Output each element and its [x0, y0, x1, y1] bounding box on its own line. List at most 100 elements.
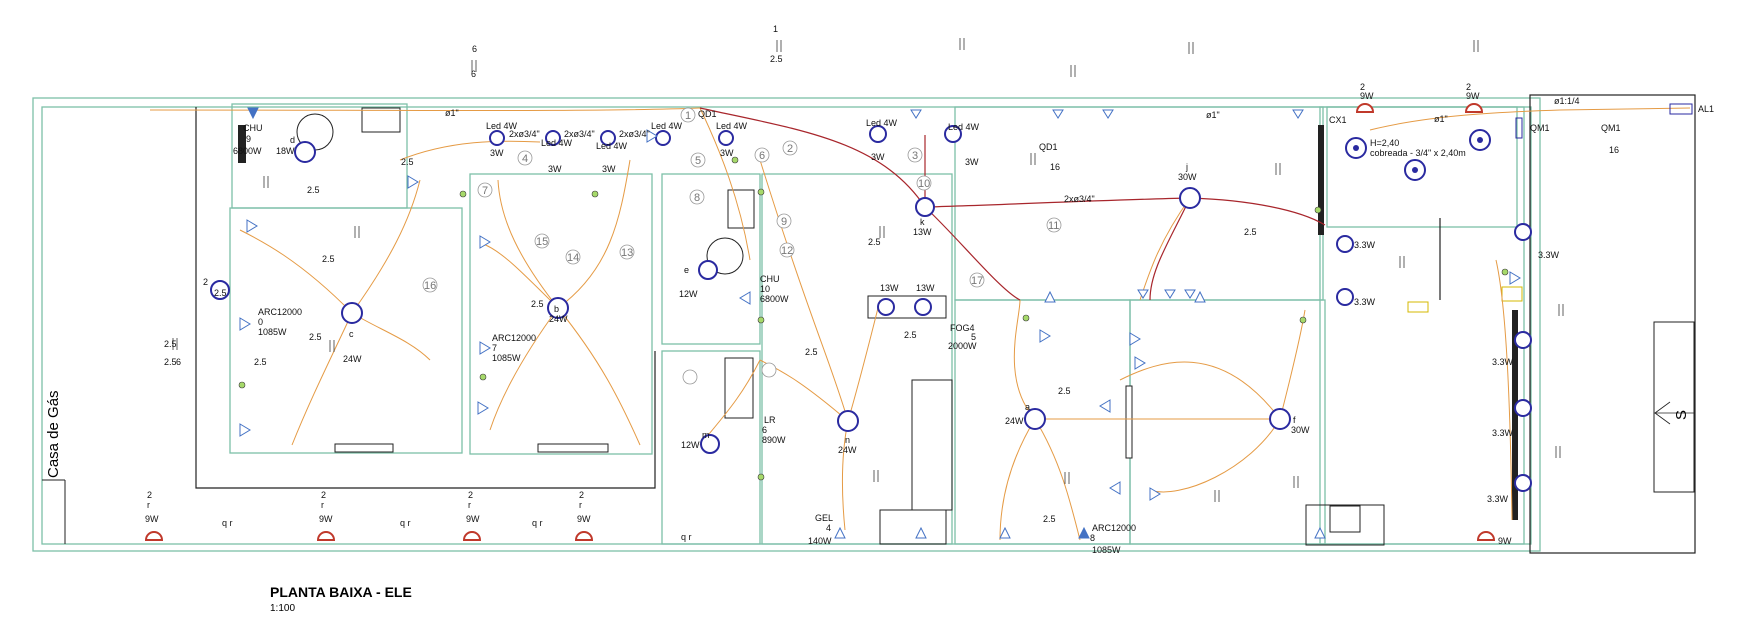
- lamp-led2[interactable]: [545, 130, 561, 146]
- lamp-i2[interactable]: [1514, 331, 1532, 349]
- outlet[interactable]: [999, 526, 1011, 539]
- svg-text:6: 6: [176, 357, 181, 367]
- svg-text:ø1": ø1": [1206, 110, 1220, 120]
- outdoor-lamp-6[interactable]: [1464, 103, 1484, 113]
- switch[interactable]: [1314, 206, 1322, 214]
- outlet[interactable]: [239, 423, 251, 437]
- outlet[interactable]: [1109, 481, 1121, 495]
- lamp-led4[interactable]: [655, 130, 671, 146]
- switch[interactable]: [238, 381, 246, 389]
- lamp-b[interactable]: [547, 297, 569, 319]
- svg-text:7: 7: [482, 185, 488, 197]
- outlet[interactable]: [1314, 526, 1326, 539]
- outlet[interactable]: [1134, 356, 1146, 370]
- outlet[interactable]: [479, 235, 491, 249]
- lamp-wall-2[interactable]: [210, 280, 230, 300]
- outlet[interactable]: [247, 107, 259, 120]
- lamp-led1[interactable]: [489, 130, 505, 146]
- switch[interactable]: [757, 188, 765, 196]
- switch[interactable]: [757, 316, 765, 324]
- outlet[interactable]: [407, 175, 419, 189]
- outlet[interactable]: [1129, 332, 1141, 346]
- outlet[interactable]: [246, 219, 258, 233]
- outlet[interactable]: [1149, 487, 1161, 501]
- outlet[interactable]: [915, 526, 927, 539]
- svg-text:2.5: 2.5: [254, 357, 267, 367]
- outlet[interactable]: [1292, 109, 1304, 119]
- lamp-led-l1[interactable]: [869, 125, 887, 143]
- svg-text:2.5: 2.5: [1244, 227, 1257, 237]
- outlet[interactable]: [479, 341, 491, 355]
- outlet[interactable]: [1194, 290, 1206, 303]
- outlet[interactable]: [1044, 290, 1056, 303]
- switch[interactable]: [459, 190, 467, 198]
- lamp-e[interactable]: [698, 260, 718, 280]
- svg-text:13W: 13W: [913, 227, 932, 237]
- svg-text:3.3W: 3.3W: [1538, 250, 1560, 260]
- svg-text:CX1: CX1: [1329, 115, 1347, 125]
- outlet[interactable]: [1039, 329, 1051, 343]
- switch[interactable]: [1022, 314, 1030, 322]
- svg-text:j: j: [1185, 162, 1188, 172]
- outlet[interactable]: [834, 526, 846, 539]
- svg-text:H=2,40: H=2,40: [1370, 138, 1399, 148]
- lamp-i1[interactable]: [1514, 223, 1532, 241]
- lamp-k[interactable]: [915, 197, 935, 217]
- outlet[interactable]: [239, 317, 251, 331]
- outlet[interactable]: [646, 129, 658, 143]
- outlet[interactable]: [1137, 289, 1149, 299]
- outlet[interactable]: [1078, 526, 1090, 539]
- outlet[interactable]: [1099, 399, 1111, 413]
- lamp-a[interactable]: [1024, 408, 1046, 430]
- lamp-g2[interactable]: [1336, 288, 1354, 306]
- switch[interactable]: [1299, 316, 1307, 324]
- svg-text:2xø3/4": 2xø3/4": [1064, 194, 1095, 204]
- lamp-f[interactable]: [1269, 408, 1291, 430]
- outer-walls: [32, 94, 1696, 554]
- svg-text:7: 7: [492, 343, 497, 353]
- outlet[interactable]: [1509, 271, 1521, 285]
- lamp-j[interactable]: [1179, 187, 1201, 209]
- outdoor-lamp-2[interactable]: [316, 531, 336, 541]
- outlet[interactable]: [1102, 109, 1114, 119]
- lamp-o1[interactable]: [877, 298, 895, 316]
- outlet[interactable]: [477, 401, 489, 415]
- lamp-d[interactable]: [294, 141, 316, 163]
- switch[interactable]: [731, 156, 739, 164]
- svg-text:ø1": ø1": [445, 108, 459, 118]
- lamp-m[interactable]: [700, 434, 720, 454]
- outlet[interactable]: [1164, 289, 1176, 299]
- lamp-i4[interactable]: [1514, 474, 1532, 492]
- outdoor-lamp-7[interactable]: [1476, 531, 1496, 541]
- outdoor-lamp-5[interactable]: [1355, 103, 1375, 113]
- svg-text:18W: 18W: [276, 146, 295, 156]
- switches: [238, 156, 1509, 481]
- outdoor-lamp-4[interactable]: [574, 531, 594, 541]
- outlet[interactable]: [1184, 289, 1196, 299]
- svg-text:r: r: [579, 500, 582, 510]
- svg-text:AL1: AL1: [1698, 104, 1714, 114]
- svg-text:24W: 24W: [838, 445, 857, 455]
- lamp-led3[interactable]: [600, 130, 616, 146]
- lamp-led5[interactable]: [718, 130, 734, 146]
- switch[interactable]: [1501, 268, 1509, 276]
- svg-text:9: 9: [246, 134, 251, 144]
- svg-text:11: 11: [1048, 220, 1059, 232]
- outdoor-lamp-1[interactable]: [144, 531, 164, 541]
- svg-text:d: d: [290, 135, 295, 145]
- switch[interactable]: [757, 473, 765, 481]
- outlet[interactable]: [739, 291, 751, 305]
- lamp-i3[interactable]: [1514, 399, 1532, 417]
- lamp-led-l2[interactable]: [944, 125, 962, 143]
- switch[interactable]: [479, 373, 487, 381]
- switch[interactable]: [591, 190, 599, 198]
- outdoor-lamp-3[interactable]: [462, 531, 482, 541]
- lamp-c[interactable]: [341, 302, 363, 324]
- outlet[interactable]: [1052, 109, 1064, 119]
- lamp-g1[interactable]: [1336, 235, 1354, 253]
- svg-text:2.5: 2.5: [307, 185, 320, 195]
- outlet[interactable]: [910, 109, 922, 119]
- lamp-o2[interactable]: [914, 298, 932, 316]
- lamp-n[interactable]: [837, 410, 859, 432]
